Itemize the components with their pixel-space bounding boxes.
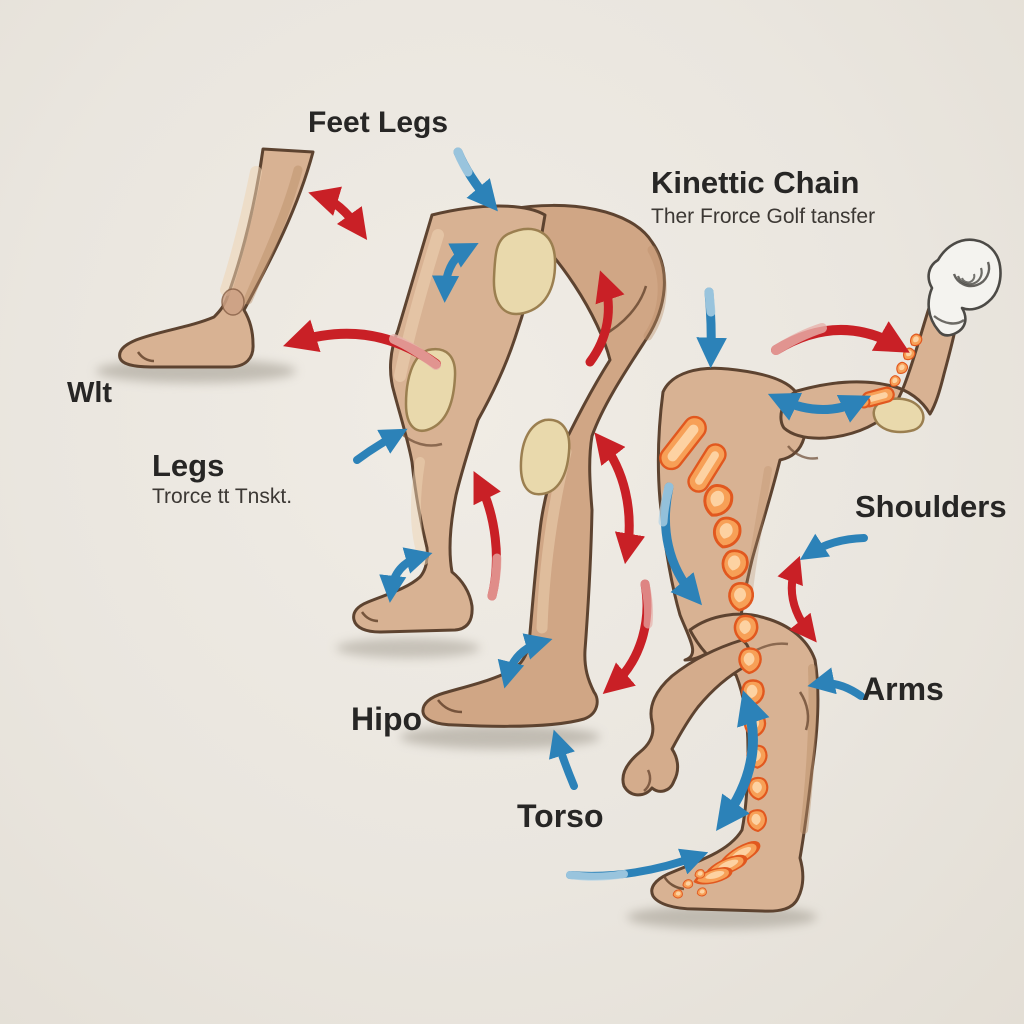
red-arrow-calf-double: [308, 186, 368, 240]
left-leg-foot-shape: [118, 147, 315, 369]
near-knee-pad: [404, 347, 457, 432]
label-hipo: Hipo: [351, 701, 423, 737]
far-knee-pad: [519, 418, 571, 496]
page-title: Kinettic Chain: [651, 165, 860, 200]
red-arrow-down-left: [602, 579, 652, 694]
glove-fist: [927, 238, 1002, 337]
thigh-pad: [492, 227, 557, 316]
blue-arrow-front-ankle-double: [497, 633, 553, 689]
label-torso: Torso: [517, 798, 604, 834]
label-legs-subtitle: Trorce tt Tnskt.: [152, 485, 293, 508]
label-feet-legs: Feet Legs: [308, 106, 449, 139]
label-legs: Legs: [152, 448, 225, 483]
red-arrow-mid-double: [594, 432, 646, 565]
blue-arrow-shoulders-left: [799, 533, 868, 560]
label-wlt: Wlt: [67, 377, 113, 409]
blue-arrow-torso-up: [548, 729, 578, 790]
blue-arrow-arm-double: [767, 392, 872, 423]
arrows: [283, 147, 910, 881]
red-arrow-buttock-up: [585, 270, 625, 367]
blue-arrow-back-ankle-double: [379, 547, 433, 603]
near-leg-shape: [352, 204, 547, 634]
arm-shape: [779, 303, 960, 440]
blue-arrow-leg-double: [716, 690, 770, 832]
lifted-leg-shape: [621, 638, 751, 797]
blue-arrow-thigh-double: [431, 242, 479, 303]
label-shoulders: Shoulders: [855, 489, 1007, 524]
elbow-pad: [872, 397, 925, 434]
left-leg-figure: [118, 147, 315, 369]
red-arrow-back-double: [777, 555, 817, 643]
page-subtitle: Ther Frorce Golf tansfer: [651, 205, 876, 228]
label-arms: Arms: [862, 671, 944, 707]
blue-arrow-legs-up-right: [353, 428, 408, 464]
blue-arrow-arms-left: [807, 667, 865, 700]
